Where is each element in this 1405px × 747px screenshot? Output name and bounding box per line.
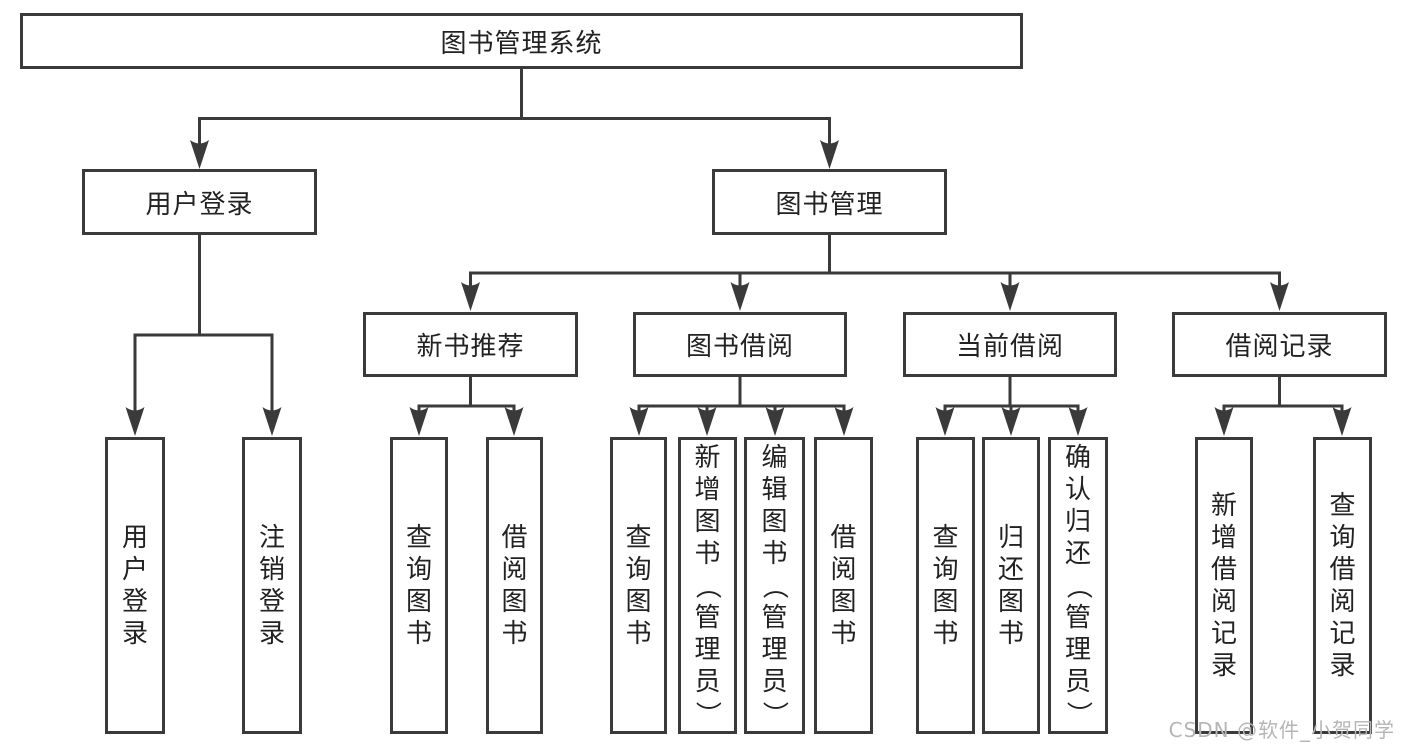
leaf-label: 注销登录 bbox=[258, 522, 285, 649]
arrow-down-icon bbox=[765, 407, 785, 436]
leaf-borrow-edit-books-admin: 编辑图书（管理员） bbox=[744, 437, 805, 734]
leaf-label: 新增借阅记录 bbox=[1210, 490, 1237, 681]
leaf-label: 查询图书 bbox=[405, 522, 432, 649]
leaf-label: 借阅图书 bbox=[830, 522, 857, 649]
node-label: 借阅记录 bbox=[1225, 332, 1334, 362]
node-book-borrowing: 图书借阅 bbox=[633, 312, 847, 377]
leaf-borrow-query-books: 查询图书 bbox=[610, 437, 667, 734]
arrow-down-icon bbox=[1332, 407, 1352, 436]
leaf-logout: 注销登录 bbox=[242, 437, 302, 734]
leaf-current-query-books: 查询图书 bbox=[916, 437, 975, 734]
leaf-records-query-record: 查询借阅记录 bbox=[1313, 437, 1372, 734]
arrow-down-icon bbox=[730, 282, 750, 311]
node-label: 当前借阅 bbox=[955, 332, 1064, 362]
arrow-down-icon bbox=[697, 407, 717, 436]
node-new-book-recommendation: 新书推荐 bbox=[363, 312, 578, 377]
arrow-down-icon bbox=[820, 140, 839, 169]
leaf-label: 新增图书（管理员） bbox=[692, 442, 723, 727]
watermark: CSDN @软件_小贺同学 bbox=[1168, 718, 1395, 742]
leaf-current-confirm-return-admin: 确认归还（管理员） bbox=[1048, 437, 1108, 734]
node-library-management-system: 图书管理系统 bbox=[20, 13, 1023, 69]
node-label: 图书管理系统 bbox=[440, 28, 603, 59]
leaf-label: 查询借阅记录 bbox=[1329, 490, 1356, 681]
leaf-current-return-books: 归还图书 bbox=[982, 437, 1040, 734]
node-label: 用户登录 bbox=[145, 189, 254, 220]
node-book-management: 图书管理 bbox=[712, 169, 947, 235]
arrow-down-icon bbox=[190, 140, 209, 169]
arrow-down-icon bbox=[1000, 282, 1020, 311]
arrow-down-icon bbox=[409, 407, 429, 436]
arrow-down-icon bbox=[834, 407, 854, 436]
leaf-recommend-query-books: 查询图书 bbox=[390, 437, 448, 734]
leaf-records-add-record: 新增借阅记录 bbox=[1195, 437, 1253, 734]
leaf-label: 编辑图书（管理员） bbox=[759, 442, 790, 727]
arrow-down-icon bbox=[125, 407, 145, 436]
leaf-user-login: 用户登录 bbox=[105, 437, 165, 734]
arrow-down-icon bbox=[1214, 407, 1234, 436]
leaf-label: 用户登录 bbox=[121, 522, 148, 649]
node-current-borrowing: 当前借阅 bbox=[903, 312, 1117, 377]
arrow-down-icon bbox=[629, 407, 649, 436]
arrow-down-icon bbox=[1001, 407, 1021, 436]
leaf-label: 查询图书 bbox=[932, 522, 959, 649]
leaf-label: 借阅图书 bbox=[501, 522, 528, 649]
arrow-down-icon bbox=[262, 407, 282, 436]
node-borrowing-records: 借阅记录 bbox=[1172, 312, 1387, 377]
arrow-down-icon bbox=[935, 407, 955, 436]
arrow-down-icon bbox=[1270, 282, 1289, 311]
leaf-label: 确认归还（管理员） bbox=[1062, 442, 1093, 727]
node-label: 图书管理 bbox=[775, 189, 884, 220]
leaf-label: 查询图书 bbox=[625, 522, 652, 649]
node-label: 新书推荐 bbox=[416, 332, 525, 362]
leaf-label: 归还图书 bbox=[997, 522, 1024, 649]
arrow-down-icon bbox=[504, 407, 524, 436]
arrow-down-icon bbox=[1068, 407, 1088, 436]
node-label: 图书借阅 bbox=[685, 332, 794, 362]
node-user-login: 用户登录 bbox=[82, 169, 317, 235]
leaf-borrow-borrow-books: 借阅图书 bbox=[814, 437, 873, 734]
arrow-down-icon bbox=[461, 282, 480, 311]
leaf-recommend-borrow-books: 借阅图书 bbox=[486, 437, 543, 734]
leaf-borrow-add-books-admin: 新增图书（管理员） bbox=[678, 437, 737, 734]
